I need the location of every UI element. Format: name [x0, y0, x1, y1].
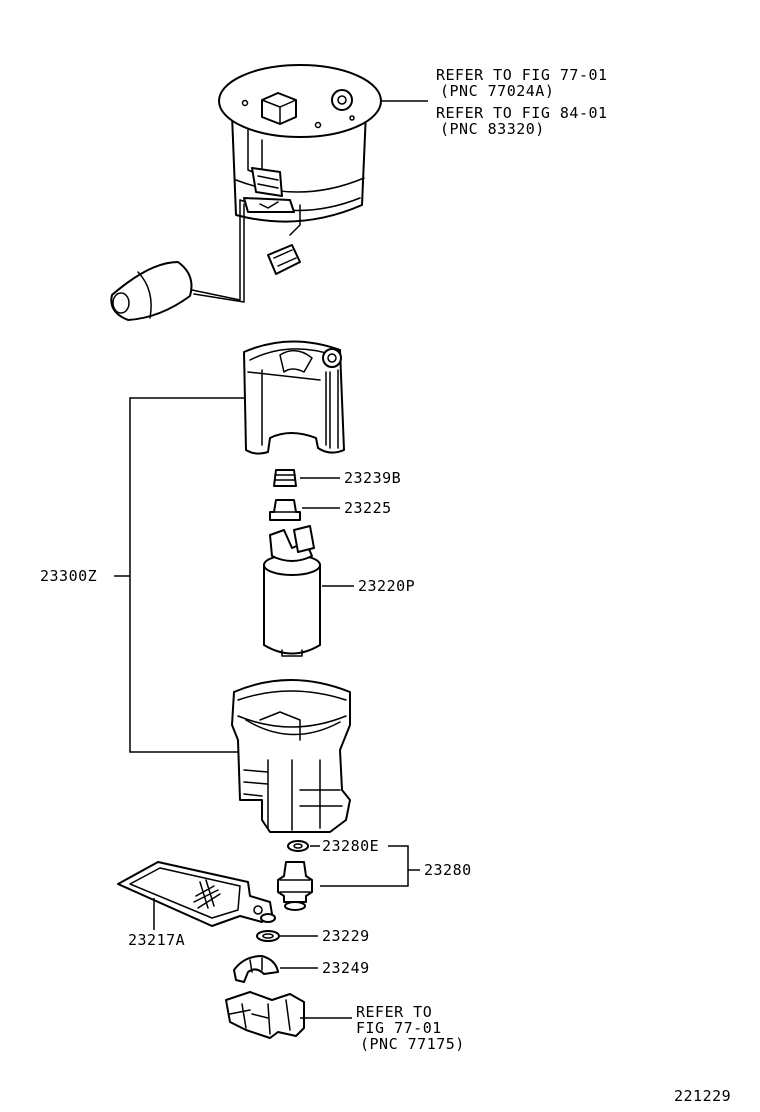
- part-23280E: [287, 840, 309, 852]
- pump-module-flange: [110, 64, 382, 321]
- part-23217A: [117, 861, 276, 927]
- label-23239B: 23239B: [344, 469, 401, 487]
- label-23225: 23225: [344, 499, 392, 517]
- label-23280E: 23280E: [322, 837, 379, 855]
- refer-bottom-line1: REFER TO: [356, 1003, 432, 1021]
- figure-number: 221229: [674, 1087, 731, 1105]
- label-23229: 23229: [322, 927, 370, 945]
- refer-bottom-note: REFER TO FIG 77-01 (PNC 77175): [356, 1003, 465, 1053]
- part-23249: [233, 955, 279, 983]
- label-23249: 23249: [322, 959, 370, 977]
- refer-bottom-line3: (PNC 77175): [360, 1035, 465, 1053]
- label-23280: 23280: [424, 861, 472, 879]
- part-23239B: [273, 469, 297, 487]
- label-23300Z: 23300Z: [40, 567, 97, 585]
- refer-top-line4: (PNC 83320): [440, 120, 545, 138]
- refer-bottom-line2: FIG 77-01: [356, 1019, 442, 1037]
- refer-top-line1: REFER TO FIG 77-01: [436, 66, 608, 84]
- part-23225: [269, 499, 301, 521]
- bottom-bracket: [225, 991, 305, 1039]
- pump-housing-lower: [231, 679, 351, 833]
- part-23229: [256, 930, 280, 942]
- label-23220P: 23220P: [358, 577, 415, 595]
- refer-top-note: REFER TO FIG 77-01 (PNC 77024A) REFER TO…: [436, 66, 608, 138]
- refer-top-line2: (PNC 77024A): [440, 82, 554, 100]
- pump-housing-upper: [243, 340, 345, 455]
- part-23280: [277, 861, 313, 911]
- bracket-23280: [320, 845, 409, 887]
- refer-top-line3: REFER TO FIG 84-01: [436, 104, 608, 122]
- part-23220P: [263, 525, 321, 657]
- bracket-23300Z: [114, 397, 244, 753]
- label-23217A: 23217A: [128, 931, 185, 949]
